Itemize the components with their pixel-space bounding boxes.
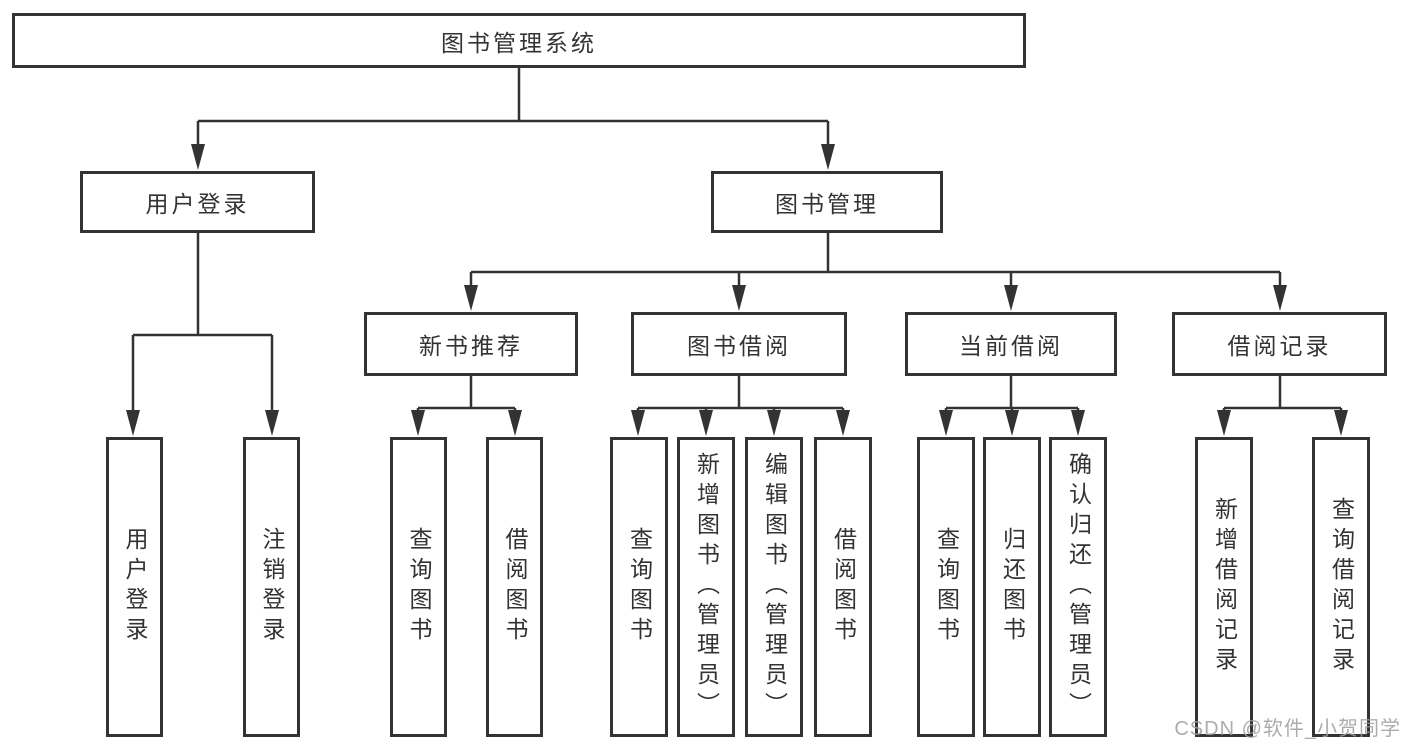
node-current-borrow: 当前借阅 (905, 312, 1117, 376)
leaf-confirm-return-admin: 确认归还（管理员） (1049, 437, 1107, 737)
node-label: 归还图书 (999, 527, 1026, 647)
node-user-login: 用户登录 (80, 171, 315, 233)
csdn-watermark: CSDN @软件_小贺同学 (1174, 718, 1401, 740)
node-label: 借阅图书 (502, 527, 528, 647)
node-borrow-record: 借阅记录 (1172, 312, 1387, 376)
node-book-borrow: 图书借阅 (631, 312, 847, 376)
leaf-borrow-book-2: 借阅图书 (814, 437, 872, 737)
leaf-query-borrow-record: 查询借阅记录 (1312, 437, 1370, 737)
leaf-return-book: 归还图书 (983, 437, 1041, 737)
node-label: 当前借阅 (959, 333, 1063, 359)
leaf-query-book-3: 查询图书 (917, 437, 975, 737)
leaf-borrow-book-1: 借阅图书 (486, 437, 543, 737)
node-label: 查询图书 (933, 527, 960, 647)
leaf-add-borrow-record: 新增借阅记录 (1195, 437, 1253, 737)
node-label: 用户登录 (122, 527, 148, 647)
node-label: 借阅图书 (830, 527, 857, 647)
node-label: 新书推荐 (419, 333, 523, 359)
node-label: 确认归还（管理员） (1065, 452, 1092, 722)
leaf-user-login: 用户登录 (106, 437, 163, 737)
node-label: 查询图书 (626, 527, 653, 647)
leaf-edit-book-admin: 编辑图书（管理员） (745, 437, 803, 737)
node-label: 查询借阅记录 (1328, 497, 1355, 677)
leaf-logout: 注销登录 (243, 437, 300, 737)
node-label: 新增图书（管理员） (693, 452, 720, 722)
leaf-add-book-admin: 新增图书（管理员） (677, 437, 735, 737)
leaf-query-book-1: 查询图书 (390, 437, 447, 737)
node-label: 编辑图书（管理员） (761, 452, 788, 722)
node-book-management: 图书管理 (711, 171, 943, 233)
node-label: 图书管理系统 (441, 29, 597, 56)
leaf-query-book-2: 查询图书 (610, 437, 668, 737)
node-label: 查询图书 (406, 527, 432, 647)
node-new-book-recommend: 新书推荐 (364, 312, 578, 376)
node-label: 借阅记录 (1227, 333, 1332, 359)
node-label: 图书借阅 (687, 333, 791, 359)
node-label: 图书管理 (775, 191, 879, 217)
node-label: 新增借阅记录 (1211, 497, 1238, 677)
node-label: 注销登录 (259, 527, 285, 647)
node-label: 用户登录 (145, 191, 250, 217)
node-root-system: 图书管理系统 (12, 13, 1026, 68)
